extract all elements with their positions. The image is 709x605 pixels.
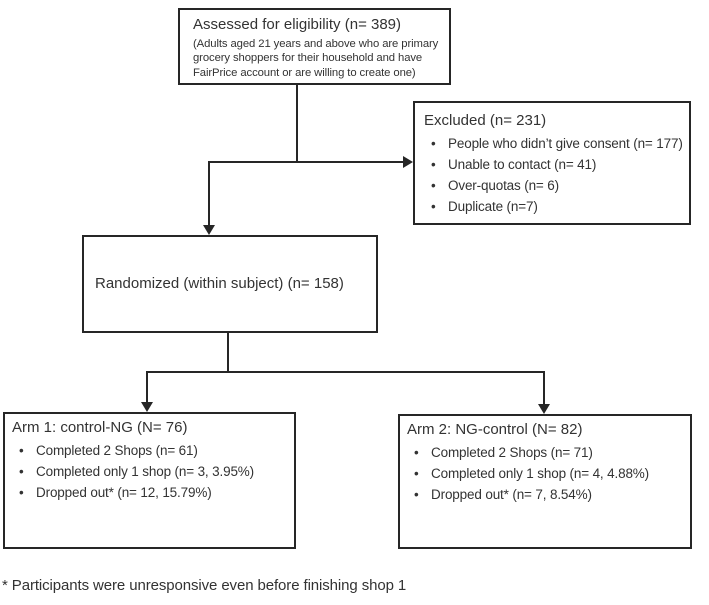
arm2-item: Completed 2 Shops (n= 71) — [407, 443, 685, 464]
connector-split-horizontal — [146, 371, 545, 373]
excluded-list: People who didn’t give consent (n= 177)U… — [424, 134, 684, 218]
arrowhead-arm2-icon — [538, 404, 550, 414]
arm2-item: Dropped out* (n= 7, 8.54%) — [407, 485, 685, 506]
connector-assessed-down — [296, 85, 298, 162]
arm2-item: Completed only 1 shop (n= 4, 4.88%) — [407, 464, 685, 485]
connector-split-down — [227, 333, 229, 372]
arm2-box: Arm 2: NG-control (N= 82) Completed 2 Sh… — [398, 414, 692, 549]
excluded-item: Duplicate (n=7) — [424, 197, 684, 218]
assessed-box: Assessed for eligibility (n= 389) (Adult… — [178, 8, 451, 85]
arm1-item: Completed only 1 shop (n= 3, 3.95%) — [12, 462, 289, 483]
excluded-item: Unable to contact (n= 41) — [424, 155, 684, 176]
connector-randomized-down — [208, 161, 210, 226]
excluded-title: Excluded (n= 231) — [424, 112, 547, 129]
arm1-item: Completed 2 Shops (n= 61) — [12, 441, 289, 462]
arrowhead-randomized-icon — [203, 225, 215, 235]
footnote: * Participants were unresponsive even be… — [2, 577, 407, 594]
arrowhead-arm1-icon — [141, 402, 153, 412]
connector-excluded-branch — [208, 161, 405, 163]
arm1-title: Arm 1: control-NG (N= 76) — [12, 419, 188, 436]
arm2-title: Arm 2: NG-control (N= 82) — [407, 421, 583, 438]
connector-arm1-down — [146, 371, 148, 402]
assessed-title: Assessed for eligibility (n= 389) — [193, 16, 402, 33]
randomized-box: Randomized (within subject) (n= 158) — [82, 235, 378, 333]
excluded-item: People who didn’t give consent (n= 177) — [424, 134, 684, 155]
arm1-box: Arm 1: control-NG (N= 76) Completed 2 Sh… — [3, 412, 296, 549]
assessed-criteria: (Adults aged 21 years and above who are … — [193, 37, 439, 80]
excluded-box: Excluded (n= 231) People who didn’t give… — [413, 101, 691, 225]
excluded-item: Over-quotas (n= 6) — [424, 176, 684, 197]
arm1-item: Dropped out* (n= 12, 15.79%) — [12, 483, 289, 504]
connector-arm2-down — [543, 371, 545, 404]
arm1-list: Completed 2 Shops (n= 61)Completed only … — [12, 441, 289, 504]
arrowhead-excluded-icon — [403, 156, 413, 168]
arm2-list: Completed 2 Shops (n= 71)Completed only … — [407, 443, 685, 506]
randomized-title: Randomized (within subject) (n= 158) — [95, 274, 344, 292]
